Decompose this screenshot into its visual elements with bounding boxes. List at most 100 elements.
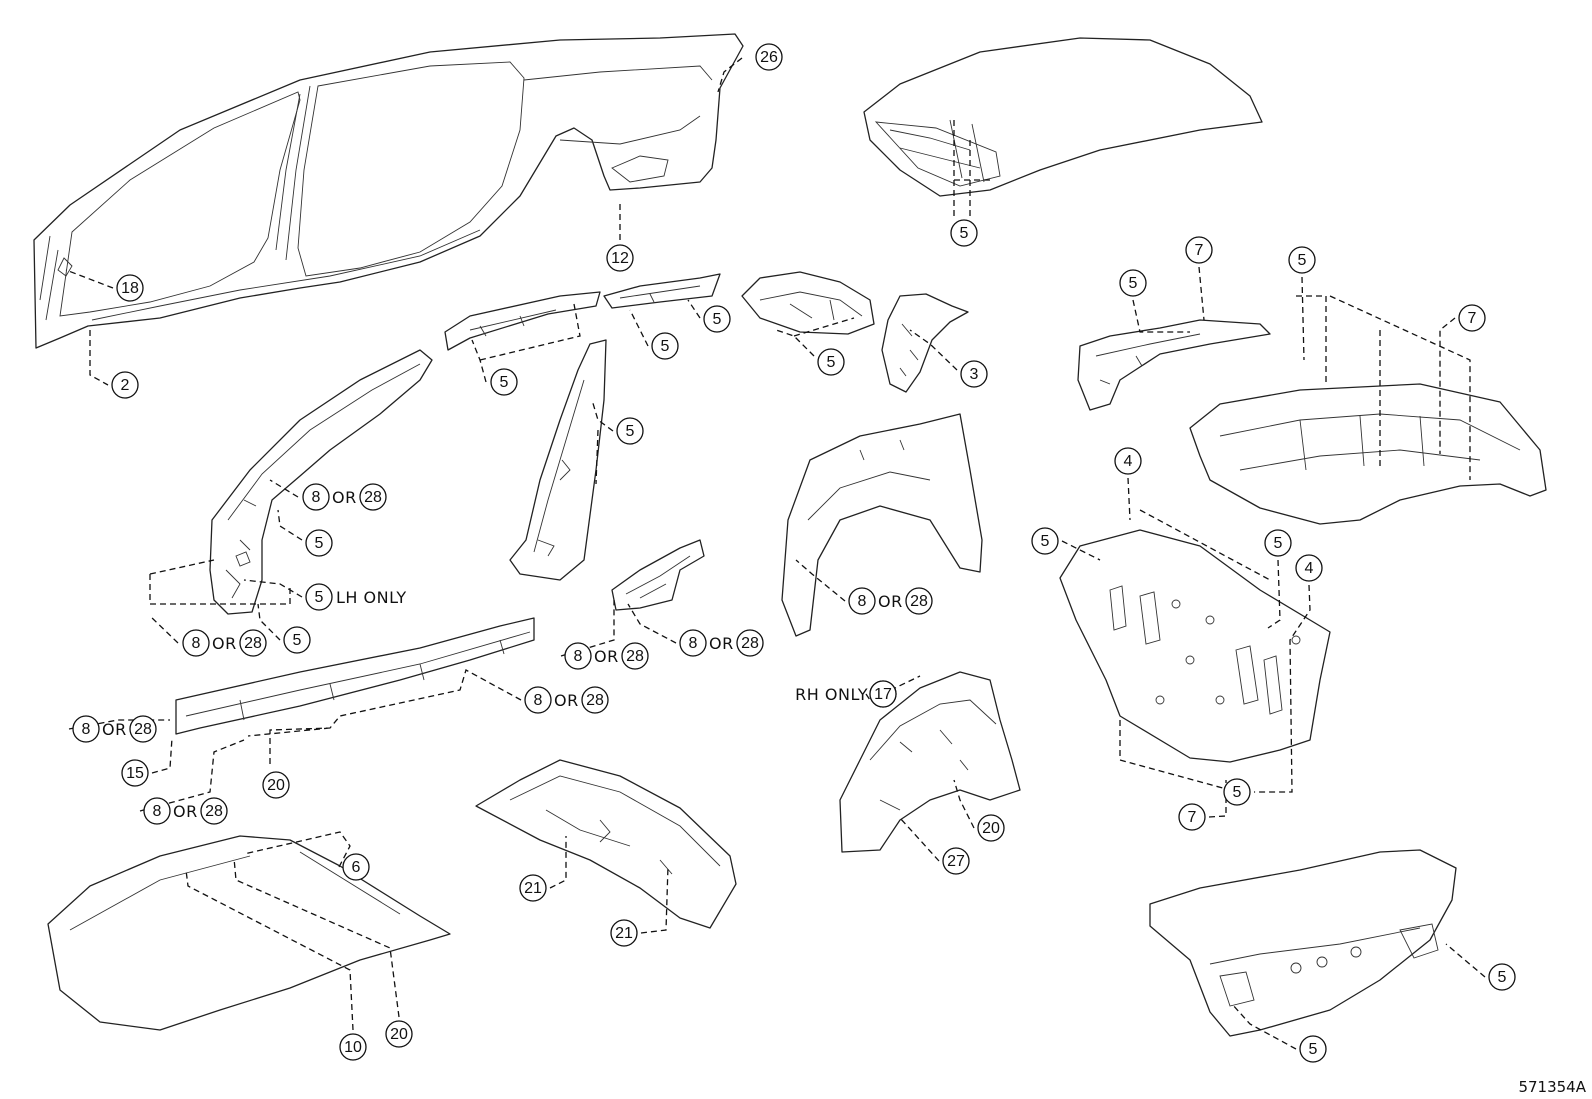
- callout-ring: [679, 629, 707, 657]
- callout-number: 28: [910, 593, 928, 610]
- roof-side-inner-rail-rear: [603, 273, 721, 309]
- callout-8: 8: [302, 483, 330, 511]
- lh-only-label: LH ONLY: [336, 588, 407, 607]
- callout-5: 5: [616, 417, 644, 445]
- callout-21: 21: [610, 919, 638, 947]
- callout-28: 28: [200, 797, 228, 825]
- callout-ring: [755, 43, 783, 71]
- callout-number: 8: [82, 721, 91, 738]
- callout-ring: [129, 715, 157, 743]
- callout-ring: [1119, 269, 1147, 297]
- callout-number: 2: [121, 377, 130, 394]
- callout-17: 17: [869, 680, 897, 708]
- callout-number: 20: [982, 820, 1000, 837]
- callout-ring: [1458, 304, 1486, 332]
- callout-28: 28: [621, 642, 649, 670]
- callout-8: 8: [72, 715, 100, 743]
- callout-number: 8: [574, 648, 583, 665]
- callout-ring: [305, 583, 333, 611]
- callout-5: 5: [305, 529, 333, 557]
- callout-number: 5: [827, 354, 836, 371]
- callout-5: 5: [1264, 529, 1292, 557]
- callout-5: 5: [1288, 246, 1316, 274]
- callout-5: 5: [305, 583, 333, 611]
- callout-number: 17: [874, 686, 892, 703]
- callout-ring: [121, 759, 149, 787]
- callout-5: 5: [1031, 527, 1059, 555]
- rear-body-inner-panel: [1059, 529, 1331, 763]
- callout-ring: [1264, 529, 1292, 557]
- body-side-outer-panel: [33, 33, 744, 349]
- callout-number: 7: [1468, 310, 1477, 327]
- callout-number: 28: [626, 648, 644, 665]
- callout-ring: [302, 483, 330, 511]
- callout-3: 3: [960, 360, 988, 388]
- callout-5: 5: [703, 305, 731, 333]
- or-label: OR: [594, 647, 619, 666]
- callout-ring: [651, 332, 679, 360]
- callout-ring: [848, 587, 876, 615]
- callout-number: 8: [192, 635, 201, 652]
- callout-20: 20: [977, 814, 1005, 842]
- callout-number: 26: [760, 49, 778, 66]
- quarter-wheelhouse-inner-panel: [839, 671, 1021, 853]
- callout-ring: [519, 874, 547, 902]
- callout-ring: [960, 360, 988, 388]
- callout-number: 8: [858, 593, 867, 610]
- callout-ring: [359, 483, 387, 511]
- callout-15: 15: [121, 759, 149, 787]
- callout-ring: [905, 587, 933, 615]
- callout-ring: [581, 686, 609, 714]
- callout-ring: [342, 853, 370, 881]
- callout-ring: [1114, 447, 1142, 475]
- callout-ring: [1488, 963, 1516, 991]
- callout-ring: [621, 642, 649, 670]
- callout-ring: [606, 244, 634, 272]
- callout-ring: [143, 797, 171, 825]
- callout-number: 28: [205, 803, 223, 820]
- callout-28: 28: [359, 483, 387, 511]
- callout-ring: [1223, 778, 1251, 806]
- or-label: OR: [554, 691, 579, 710]
- callout-number: 28: [741, 635, 759, 652]
- callout-ring: [1178, 803, 1206, 831]
- callout-number: 8: [689, 635, 698, 652]
- callout-number: 3: [970, 366, 979, 383]
- callout-5: 5: [950, 219, 978, 247]
- callout-number: 15: [126, 765, 144, 782]
- callout-27: 27: [942, 847, 970, 875]
- callout-ring: [262, 771, 290, 799]
- callout-number: 10: [344, 1039, 362, 1056]
- callout-ring: [111, 371, 139, 399]
- callout-ring: [524, 686, 552, 714]
- callout-number: 5: [661, 338, 670, 355]
- callout-7: 7: [1178, 803, 1206, 831]
- callout-8: 8: [524, 686, 552, 714]
- callout-ring: [1299, 1035, 1327, 1063]
- callout-number: 4: [1124, 453, 1133, 470]
- callout-ring: [736, 629, 764, 657]
- or-label: OR: [878, 592, 903, 611]
- callout-ring: [72, 715, 100, 743]
- callout-ring: [116, 274, 144, 302]
- callout-number: 6: [352, 859, 361, 876]
- callout-5: 5: [651, 332, 679, 360]
- callout-number: 5: [1233, 784, 1242, 801]
- callout-ring: [1031, 527, 1059, 555]
- callout-ring: [305, 529, 333, 557]
- callout-4: 4: [1295, 554, 1323, 582]
- callout-5: 5: [490, 368, 518, 396]
- callout-18: 18: [116, 274, 144, 302]
- or-label: OR: [102, 720, 127, 739]
- callout-ring: [817, 348, 845, 376]
- callout-ring: [1185, 236, 1213, 264]
- hood-panel: [47, 835, 451, 1031]
- callout-number: 21: [615, 925, 633, 942]
- callout-ring: [564, 642, 592, 670]
- callout-ring: [490, 368, 518, 396]
- rear-wheelhouse-outer-panel: [781, 413, 983, 637]
- callout-8: 8: [848, 587, 876, 615]
- roof-panel: [863, 37, 1263, 197]
- callout-8: 8: [679, 629, 707, 657]
